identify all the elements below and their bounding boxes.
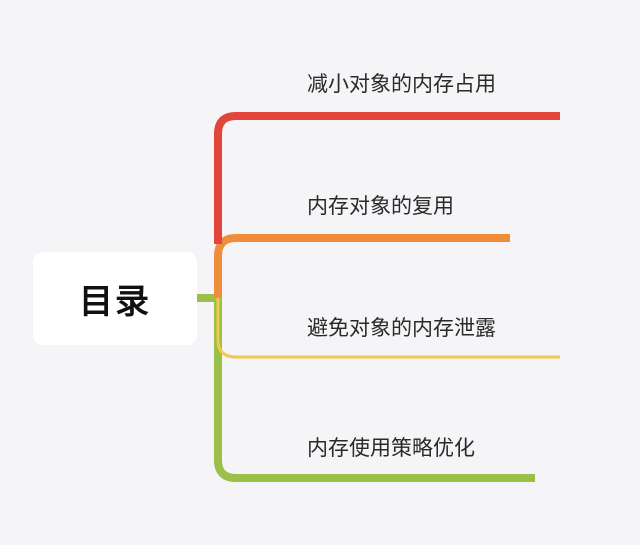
branch-connector-0 (214, 112, 560, 244)
root-node: 目录 (33, 252, 197, 345)
branch-label-memory-strategy: 内存使用策略优化 (307, 436, 475, 460)
branch-connector-3 (197, 294, 535, 482)
branch-label-avoid-memory-leak: 避免对象的内存泄露 (307, 316, 496, 340)
branch-label-reduce-object-memory: 减小对象的内存占用 (307, 72, 496, 96)
root-title: 目录 (79, 282, 151, 322)
branch-connector-1 (214, 234, 510, 298)
branch-connector-2 (216, 298, 560, 359)
branch-label-object-reuse: 内存对象的复用 (307, 194, 454, 218)
